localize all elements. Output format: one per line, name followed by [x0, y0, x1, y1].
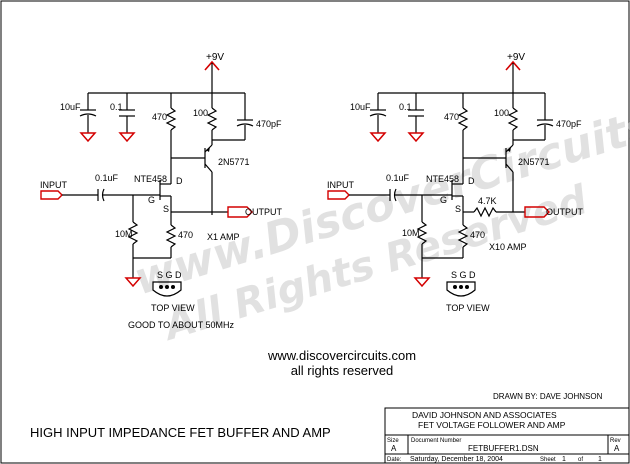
left-r470-label: 470	[152, 112, 167, 122]
left-output-port	[227, 206, 253, 218]
right-cin-label: 0.1uF	[386, 173, 410, 183]
left-vcc-label: +9V	[206, 52, 224, 63]
tb-docnum-label: Document Number	[411, 438, 461, 444]
left-input-label: INPUT	[40, 180, 68, 190]
right-output-port	[524, 206, 550, 218]
website-text: www.discovercircuits.com	[267, 348, 416, 363]
left-r10m-label: 10M	[115, 229, 133, 239]
right-r470-label: 470	[444, 112, 459, 122]
tb-rev: A	[614, 444, 620, 453]
left-rs470-label: 470	[178, 230, 193, 240]
right-output-label: OUTPUT	[546, 207, 584, 217]
title-block: DAVID JOHNSON AND ASSOCIATES FET VOLTAGE…	[384, 407, 630, 464]
right-c1-label: 10uF	[350, 102, 371, 112]
right-rs470-label: 470	[470, 230, 485, 240]
left-pin-g: G	[148, 195, 155, 205]
left-r100-label: 100	[193, 108, 208, 118]
left-top-view: TOP VIEW	[151, 303, 195, 313]
tb-size-label: Size	[387, 438, 399, 444]
left-note: GOOD TO ABOUT 50MHz	[128, 320, 235, 330]
right-pin-g: G	[440, 195, 447, 205]
right-r10m-label: 10M	[402, 228, 420, 238]
right-q1-label: NTE458	[426, 174, 459, 184]
tb-size: A	[391, 444, 397, 453]
left-ground-c2	[118, 132, 136, 143]
left-vcc-arrow	[204, 60, 220, 71]
tb-date-label: Date:	[387, 457, 402, 463]
left-output-label: OUTPUT	[245, 207, 283, 217]
left-cin-label: 0.1uF	[95, 173, 119, 183]
left-package-outline	[152, 281, 182, 297]
rights-text: all rights reserved	[291, 363, 394, 378]
tb-rev-label: Rev	[610, 438, 621, 444]
tb-sheet: 1	[562, 456, 566, 463]
page-title: HIGH INPUT IMPEDANCE FET BUFFER AND AMP	[30, 425, 331, 440]
right-gain-label: X10 AMP	[489, 242, 527, 252]
left-pkg-pins: S G D	[157, 270, 182, 280]
right-r100-label: 100	[494, 108, 509, 118]
right-c470pf-label: 470pF	[556, 119, 582, 129]
left-pin-s: S	[163, 204, 169, 214]
left-pin-d: D	[176, 176, 183, 186]
circuit-right: +9V 10uF 0.1 470 100 470pF	[327, 52, 584, 313]
right-vcc-label: +9V	[507, 52, 525, 63]
right-ground-c2	[407, 132, 425, 143]
left-c2-label: 0.1	[110, 102, 123, 112]
drawn-by: DRAWN BY: DAVE JOHNSON	[493, 392, 603, 401]
tb-of: 1	[598, 456, 602, 463]
left-input-port	[40, 190, 63, 200]
right-c2-label: 0.1	[399, 102, 412, 112]
right-pin-s: S	[455, 204, 461, 214]
right-pin-d: D	[468, 176, 475, 186]
left-c470pf-label: 470pF	[256, 119, 282, 129]
circuit-left: +9V 10uF 0.1 470 100 470pF	[40, 52, 283, 330]
right-top-view: TOP VIEW	[446, 303, 490, 313]
left-c1-label: 10uF	[60, 102, 81, 112]
right-q2-label: 2N5771	[518, 157, 550, 167]
left-gain-label: X1 AMP	[207, 232, 240, 242]
right-ground-gate	[413, 277, 431, 288]
right-pkg-pins: S G D	[451, 270, 476, 280]
left-ground-gate	[124, 277, 142, 288]
tb-of-label: of	[578, 457, 583, 463]
right-input-port	[327, 190, 350, 200]
tb-date: Saturday, December 18, 2004	[410, 456, 503, 463]
right-r47k-label: 4.7K	[478, 196, 497, 206]
right-input-label: INPUT	[327, 180, 355, 190]
tb-docnum: FETBUFFER1.DSN	[468, 444, 539, 453]
tb-company: DAVID JOHNSON AND ASSOCIATES	[412, 410, 557, 420]
right-vcc-arrow	[505, 60, 521, 71]
tb-subtitle: FET VOLTAGE FOLLOWER AND AMP	[418, 420, 566, 430]
left-q2-label: 2N5771	[218, 157, 250, 167]
right-ground-c1	[369, 132, 387, 143]
tb-sheet-label: Sheet	[540, 457, 556, 463]
left-ground-c1	[79, 132, 97, 143]
right-package-outline	[446, 281, 476, 297]
left-q1-label: NTE458	[134, 174, 167, 184]
